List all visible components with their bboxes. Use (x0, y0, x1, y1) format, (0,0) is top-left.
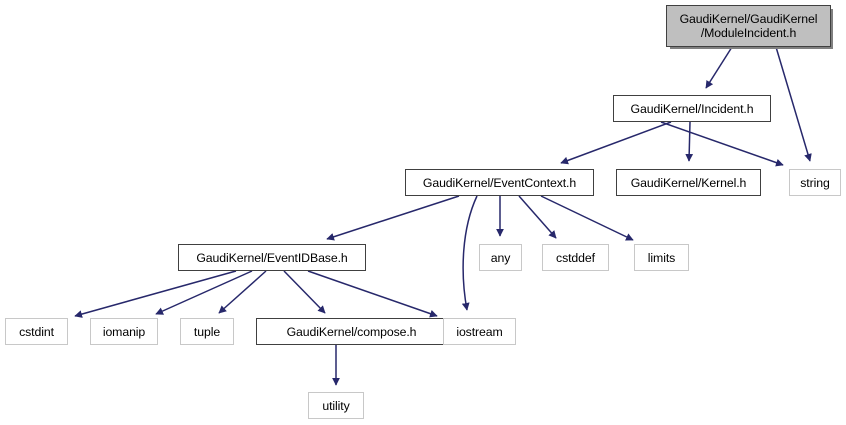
edge-incident-to-eventcontext (560, 121, 672, 165)
graph-node-eventcontext[interactable]: GaudiKernel/EventContext.h (405, 169, 594, 196)
edge-incident-to-kernel (685, 121, 694, 162)
graph-node-limits[interactable]: limits (634, 244, 689, 271)
graph-node-label-cstdint: cstdint (19, 324, 54, 339)
graph-node-cstdint[interactable]: cstdint (5, 318, 68, 345)
edge-eventidbase-to-iostream (307, 270, 438, 318)
edge-incident-to-string (660, 121, 784, 167)
graph-node-eventidbase[interactable]: GaudiKernel/EventIDBase.h (178, 244, 366, 271)
graph-node-moduleincident[interactable]: GaudiKernel/GaudiKernel /ModuleIncident.… (666, 5, 831, 47)
edge-moduleincident-to-string (775, 46, 812, 162)
edge-eventidbase-to-iomanip (155, 270, 253, 315)
edge-eventcontext-to-cstddef (518, 195, 557, 239)
graph-node-label-kernel: GaudiKernel/Kernel.h (630, 175, 747, 190)
graph-node-label-iostream: iostream (456, 324, 503, 339)
graph-node-label-any: any (490, 250, 511, 265)
graph-node-label-moduleincident: GaudiKernel/GaudiKernel /ModuleIncident.… (679, 12, 818, 40)
graph-node-label-utility: utility (322, 398, 350, 413)
graph-node-label-incident: GaudiKernel/Incident.h (630, 101, 754, 116)
graph-node-any[interactable]: any (479, 244, 522, 271)
edge-eventcontext-to-eventidbase (326, 195, 460, 241)
graph-node-label-eventcontext: GaudiKernel/EventContext.h (422, 175, 577, 190)
graph-node-label-iomanip: iomanip (102, 324, 146, 339)
graph-node-compose[interactable]: GaudiKernel/compose.h (256, 318, 447, 345)
edge-eventidbase-to-tuple (218, 270, 267, 314)
edge-moduleincident-to-incident (705, 46, 733, 89)
graph-node-label-compose: GaudiKernel/compose.h (286, 324, 417, 339)
graph-node-utility[interactable]: utility (308, 392, 364, 419)
graph-node-tuple[interactable]: tuple (180, 318, 234, 345)
graph-node-string[interactable]: string (789, 169, 841, 196)
edge-eventidbase-to-compose (283, 270, 326, 314)
edges-group (74, 46, 812, 386)
graph-node-label-tuple: tuple (193, 324, 221, 339)
graph-node-incident[interactable]: GaudiKernel/Incident.h (613, 95, 771, 122)
graph-node-cstddef[interactable]: cstddef (542, 244, 609, 271)
graph-node-label-limits: limits (647, 250, 676, 265)
edge-eventcontext-to-limits (540, 195, 634, 241)
graph-node-kernel[interactable]: GaudiKernel/Kernel.h (616, 169, 761, 196)
graph-node-label-cstddef: cstddef (556, 250, 595, 265)
graph-node-iostream[interactable]: iostream (443, 318, 516, 345)
edge-eventidbase-to-cstdint (74, 270, 237, 318)
graph-node-iomanip[interactable]: iomanip (90, 318, 158, 345)
edge-eventcontext-to-iostream (461, 195, 478, 311)
graph-node-label-eventidbase: GaudiKernel/EventIDBase.h (196, 250, 348, 265)
graph-node-label-string: string (800, 175, 830, 190)
